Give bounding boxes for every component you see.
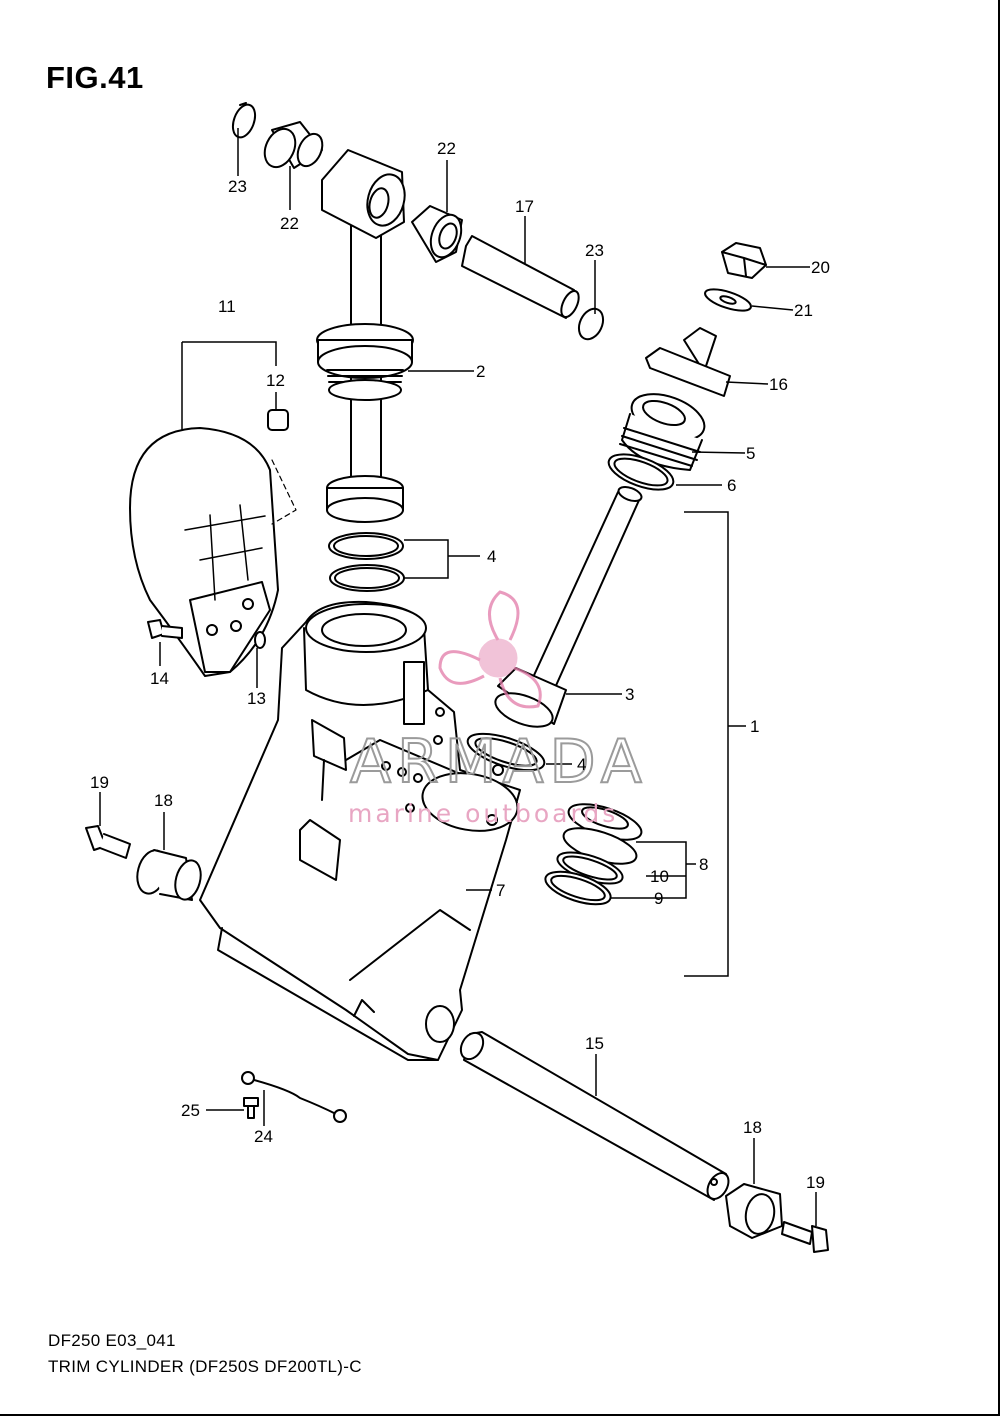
callout-19a: 19 [90,773,109,792]
part-washer-21 [704,288,752,312]
part-shaft-15 [459,1031,730,1201]
callout-17: 17 [515,197,534,216]
part-bushing-22-left [263,121,324,169]
part-o-rings-4-upper [326,475,405,592]
part-tube-3 [494,486,643,728]
part-bolt-14 [147,619,183,639]
part-washer-13 [254,631,266,649]
callout-6: 6 [727,476,736,495]
callout-25: 25 [181,1101,200,1120]
part-cylinder-head-5 [619,393,706,471]
part-cap-16 [645,327,731,397]
part-cover-11 [129,427,297,677]
callout-16: 16 [769,375,788,394]
watermark-logo-icon [438,590,542,709]
callout-24: 24 [254,1127,273,1146]
callout-4b: 4 [577,755,586,774]
callout-4a: 4 [487,547,496,566]
callout-23b: 23 [585,241,604,260]
figure-caption: TRIM CYLINDER (DF250S DF200TL)-C [48,1357,362,1376]
callout-1: 1 [750,717,759,736]
part-piston-8 [562,803,643,865]
watermark-tagline: marine outboards [348,799,618,828]
part-nipple-12 [267,409,289,431]
part-circlip-23-right [577,307,605,341]
watermark-brand: ARMADA [350,727,648,797]
callout-5: 5 [746,444,755,463]
callout-labels: 1 2 3 4 4 5 6 7 8 9 10 11 12 13 14 15 16… [90,139,830,1192]
callout-20: 20 [811,258,830,277]
callout-22a: 22 [280,214,299,233]
callout-18b: 18 [743,1118,762,1137]
part-bushing-22-right [411,205,463,263]
callout-8: 8 [699,855,708,874]
part-bushing-18-right [725,1183,783,1239]
callout-23a: 23 [228,177,247,196]
callout-7: 7 [496,881,505,900]
part-ring-9 [544,870,612,906]
callout-11: 11 [218,297,236,316]
callout-13: 13 [247,689,266,708]
part-nut-20 [721,242,767,279]
part-pin-17 [461,235,580,319]
part-o-ring-4-lower [466,732,546,772]
callout-9: 9 [654,889,663,908]
callout-19b: 19 [806,1173,825,1192]
callout-10: 10 [650,867,669,886]
leader-lines [99,128,817,1226]
part-screw-25 [243,1097,259,1119]
callout-14: 14 [150,669,169,688]
drawing-code: DF250 E03_041 [48,1331,176,1350]
callout-15: 15 [585,1034,604,1053]
callout-18a: 18 [154,791,173,810]
part-bushing-18-left [136,849,202,901]
callout-12: 12 [266,371,285,390]
callout-21: 21 [794,301,813,320]
part-bolt-19-left [85,825,131,859]
callout-22b: 22 [437,139,456,158]
callout-2: 2 [476,362,485,381]
part-cylinder-body-7 [199,600,521,1061]
part-bolt-19-right [781,1221,829,1253]
part-o-ring-6 [607,453,675,491]
figure-title: FIG.41 [46,60,144,95]
part-ground-wire-24 [241,1071,347,1123]
part-circlip-23-top [231,102,257,139]
part-piston-rod-2 [316,149,414,491]
callout-3: 3 [625,685,634,704]
